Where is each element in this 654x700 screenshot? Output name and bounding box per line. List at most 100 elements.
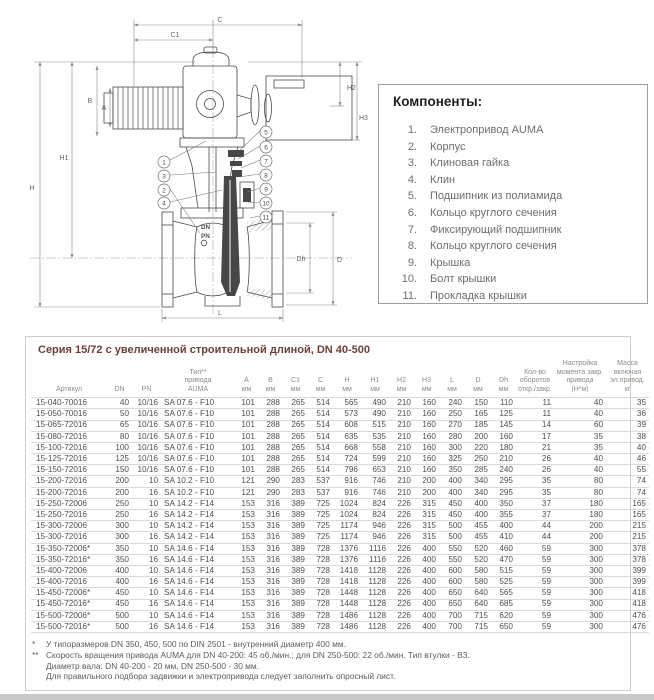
cell-value: 400 bbox=[414, 553, 439, 566]
cell-value: SA 14.2 - F14 bbox=[161, 520, 235, 532]
cell-value: 514 bbox=[308, 430, 333, 443]
cell-value: 500 bbox=[107, 620, 132, 634]
cell-value: 210 bbox=[389, 408, 414, 420]
cell-value: 400 bbox=[414, 587, 439, 599]
cell-value: 400 bbox=[465, 508, 491, 521]
cell-value: 1448 bbox=[333, 587, 361, 599]
part-marker-7: 7 bbox=[259, 154, 273, 168]
component-item-10: 10.Болт крышки bbox=[391, 271, 635, 288]
cell-value: 40 bbox=[554, 408, 606, 420]
cell-value: 180 bbox=[554, 508, 606, 521]
cell-value: 55 bbox=[606, 464, 649, 476]
cell-value: 1376 bbox=[333, 542, 361, 555]
cell-value: 537 bbox=[308, 475, 333, 488]
cell-value: 728 bbox=[308, 620, 333, 634]
part-marker-4: 4 bbox=[157, 196, 171, 210]
cell-value: 400 bbox=[465, 497, 491, 510]
cell-value: 250 bbox=[107, 508, 132, 521]
cell-value: 200 bbox=[554, 531, 606, 544]
cell-value: 153 bbox=[235, 609, 258, 622]
component-number: 5. bbox=[407, 190, 417, 203]
cell-value: 514 bbox=[308, 441, 333, 454]
cell-value: 153 bbox=[235, 564, 258, 577]
cell-value: 10/16 bbox=[132, 453, 161, 465]
cell-article: 15-350-72006* bbox=[31, 542, 107, 555]
component-number: 4. bbox=[407, 173, 417, 186]
cell-value: SA 14.6 - F14 bbox=[161, 598, 235, 611]
cell-value: 410 bbox=[491, 531, 516, 544]
cell-value: 300 bbox=[107, 520, 132, 532]
cell-value: 288 bbox=[258, 441, 283, 454]
column-header-14: Dh мм bbox=[498, 377, 509, 393]
cell-value: 10 bbox=[132, 497, 161, 510]
cell-value: 285 bbox=[465, 464, 491, 476]
cell-value: 10/16 bbox=[132, 430, 161, 443]
cell-value: 728 bbox=[308, 564, 333, 577]
component-number: 11. bbox=[402, 289, 417, 302]
cell-value: 125 bbox=[107, 453, 132, 465]
cell-value: 470 bbox=[491, 553, 516, 566]
component-number: 2. bbox=[407, 140, 417, 153]
cell-value: 300 bbox=[554, 587, 606, 599]
cell-value: 180 bbox=[491, 441, 516, 454]
cell-value: 315 bbox=[414, 531, 439, 544]
cell-value: SA 07.6 - F10 bbox=[161, 419, 235, 432]
svg-text:10: 10 bbox=[262, 201, 270, 208]
cell-value: 715 bbox=[465, 609, 491, 622]
cell-value: 160 bbox=[414, 397, 439, 409]
cell-value: 300 bbox=[439, 441, 465, 454]
part-marker-5: 5 bbox=[259, 125, 273, 139]
cell-value: 265 bbox=[283, 441, 308, 454]
cell-value: 389 bbox=[283, 576, 308, 588]
component-number: 7. bbox=[407, 223, 417, 236]
cell-value: SA 07.6 - F10 bbox=[161, 453, 235, 465]
cell-value: 640 bbox=[465, 587, 491, 599]
cell-value: 101 bbox=[235, 464, 258, 476]
valve-technical-drawing: C C1 H H1 B A H2 H3 Dh D L bbox=[29, 17, 368, 322]
cell-value: 283 bbox=[283, 486, 308, 499]
cell-article: 15-300-72006 bbox=[31, 520, 107, 532]
component-number: 1. bbox=[407, 124, 417, 136]
cell-value: 101 bbox=[235, 441, 258, 454]
cell-value: 10 bbox=[132, 475, 161, 488]
footnote-marker: ** bbox=[32, 649, 39, 660]
series-spec-section: Серия 15/72 с увеличенной строительной д… bbox=[25, 336, 649, 691]
cell-value: 600 bbox=[439, 564, 465, 577]
cell-value: 668 bbox=[333, 441, 361, 454]
cell-value: 59 bbox=[516, 598, 554, 611]
cell-value: 316 bbox=[258, 542, 283, 555]
cell-value: 250 bbox=[439, 408, 465, 420]
cell-value: 1376 bbox=[333, 553, 361, 566]
cell-article: 15-500-72006* bbox=[31, 609, 107, 622]
cell-value: 226 bbox=[389, 542, 414, 555]
cell-value: 450 bbox=[439, 508, 465, 521]
cell-value: SA 14.6 - F14 bbox=[161, 620, 235, 634]
component-item-4: 4. Клин bbox=[391, 172, 635, 189]
cell-value: 240 bbox=[491, 464, 516, 476]
cell-value: 226 bbox=[389, 531, 414, 544]
cell-value: 580 bbox=[465, 564, 491, 577]
cell-value: SA 14.6 - F14 bbox=[161, 542, 235, 555]
cell-value: 101 bbox=[235, 397, 258, 409]
cell-value: 16 bbox=[132, 553, 161, 566]
cell-value: 59 bbox=[516, 553, 554, 566]
cell-value: 210 bbox=[389, 464, 414, 476]
column-header-11: H3 мм bbox=[421, 377, 432, 393]
cell-article: 15-350-72016* bbox=[31, 553, 107, 566]
cell-value: 65 bbox=[107, 419, 132, 432]
cell-value: 725 bbox=[308, 520, 333, 532]
dim-label-h3: H3 bbox=[359, 115, 368, 122]
cell-value: 153 bbox=[235, 508, 258, 521]
cell-value: 500 bbox=[107, 609, 132, 622]
cell-value: 389 bbox=[283, 620, 308, 634]
component-label: Клин bbox=[430, 173, 456, 186]
